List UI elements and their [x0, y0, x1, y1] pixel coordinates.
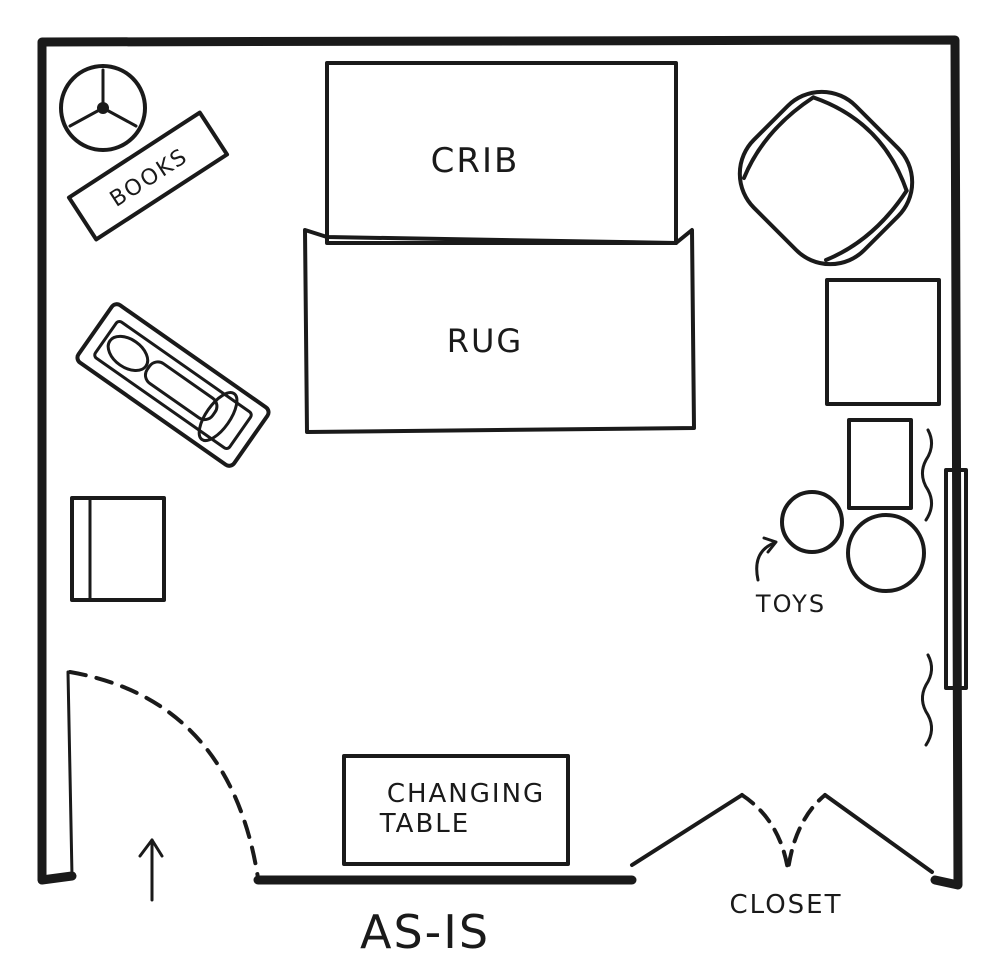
left-dresser-outline	[70, 496, 166, 602]
toys-label: TOYS	[755, 590, 826, 618]
curtain-lower	[921, 653, 933, 747]
lounge-chair-headrest	[106, 334, 150, 373]
crib-label: CRIB	[431, 141, 520, 181]
toy-bin	[846, 513, 926, 593]
bookshelf-outline	[66, 110, 230, 242]
crib: CRIB	[325, 61, 678, 245]
ottoman-outline	[825, 278, 941, 406]
ottoman	[825, 278, 941, 406]
changing-table-label-line1: CHANGING	[387, 779, 545, 809]
changing-table: CHANGING TABLE	[342, 754, 570, 866]
window	[921, 428, 968, 747]
bookshelf: BOOKS	[66, 110, 230, 242]
armchair-back	[811, 95, 909, 193]
curtain-upper	[921, 428, 933, 522]
side-table-hub	[97, 102, 109, 114]
changing-table-outline	[342, 754, 570, 866]
room-door-swing	[68, 670, 260, 880]
lounge-chair-cushion	[93, 320, 253, 450]
changing-table-label-line2: TABLE	[379, 809, 470, 839]
closet-wall-left	[630, 793, 744, 867]
rug: RUG	[303, 228, 696, 434]
lounge-chair	[75, 302, 271, 468]
armchair-arm-left	[741, 95, 816, 180]
books-label: BOOKS	[106, 144, 193, 213]
toys-arrow	[755, 541, 776, 582]
lounge-chair-outline	[75, 302, 271, 468]
armchair-arm-right	[824, 188, 909, 263]
plan-caption: AS-IS	[360, 905, 490, 959]
rug-outline	[303, 228, 696, 434]
closet-door-swing	[740, 793, 827, 872]
left-dresser	[70, 496, 166, 602]
lounge-chair-seat	[143, 360, 219, 422]
side-table-top	[59, 64, 147, 152]
toy-bin	[780, 490, 844, 554]
entry-arrow-head	[138, 838, 164, 858]
storage-box-outline	[847, 418, 913, 510]
side-table-spoke	[101, 106, 138, 128]
door-jamb-left	[66, 670, 74, 878]
storage-box	[847, 418, 913, 510]
room-walls	[37, 35, 963, 902]
side-table-spoke	[68, 106, 105, 128]
side-table	[59, 64, 147, 152]
armchair-outline	[737, 89, 915, 267]
window-frame	[944, 468, 968, 690]
toys-arrow-head	[762, 536, 778, 554]
crib-outline	[325, 61, 678, 245]
toy-bins: TOYS	[755, 490, 926, 618]
outer-wall	[37, 35, 963, 890]
lounge-chair-handle	[197, 391, 239, 442]
armchair	[737, 89, 915, 267]
closet-label: CLOSET	[730, 890, 843, 920]
rug-label: RUG	[447, 322, 523, 360]
closet-wall-right	[823, 793, 934, 874]
